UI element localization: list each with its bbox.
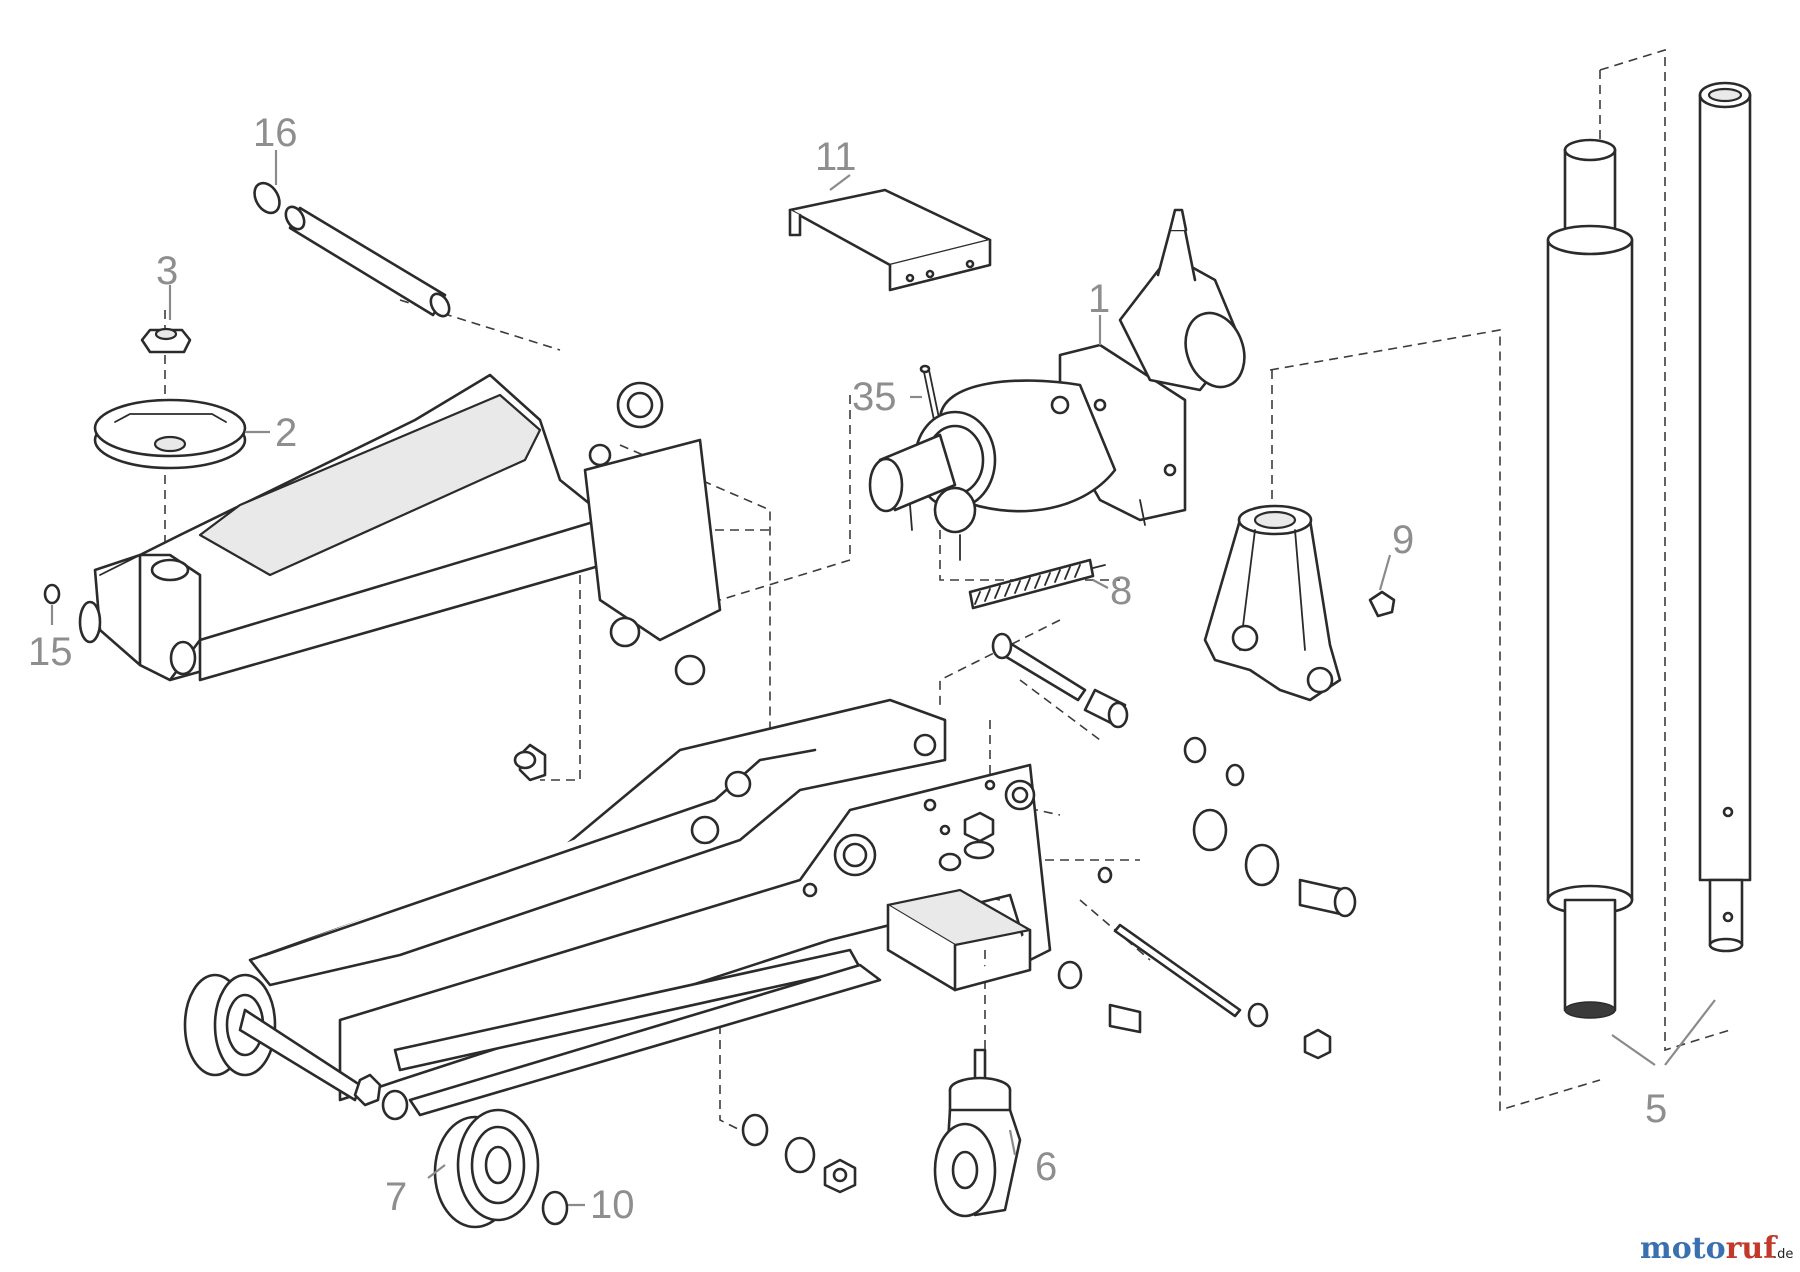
front-axle-assembly	[183, 973, 409, 1121]
callout-7: 7	[385, 1175, 407, 1219]
callout-15: 15	[28, 630, 73, 674]
callout-1: 1	[1088, 277, 1110, 321]
part-16-pin	[253, 181, 451, 318]
callout-11: 11	[815, 135, 857, 179]
callout-35: 35	[852, 375, 897, 419]
motoruf-watermark: motoruf .de	[1640, 1231, 1793, 1266]
watermark-moto: moto	[1640, 1231, 1726, 1266]
callout-6: 6	[1035, 1145, 1057, 1189]
part-7-rear-wheel	[433, 1108, 540, 1229]
callout-5: 5	[1645, 1087, 1667, 1131]
lower-fasteners	[741, 1113, 857, 1194]
callout-8: 8	[1110, 569, 1132, 613]
callout-2: 2	[275, 411, 297, 455]
callout-16: 16	[253, 111, 298, 155]
watermark-suffix: .de	[1773, 1247, 1793, 1262]
callout-10: 10	[590, 1183, 635, 1227]
part-8-spring	[968, 558, 1106, 610]
fasteners-group	[991, 632, 1357, 1060]
part-2-saddle	[93, 398, 247, 470]
assembly-guide-lines	[164, 48, 1731, 1141]
part-3-bushing	[140, 327, 192, 354]
part-5-handle	[1546, 81, 1752, 1019]
part-10-clip	[541, 1190, 569, 1226]
part-15-clip	[43, 583, 61, 605]
jack-frame	[248, 698, 1052, 1117]
svg-text:motoruf: motoruf	[1640, 1231, 1778, 1266]
callout-3: 3	[156, 249, 178, 293]
callout-labels: 16 3 2 15 11 1 35 8 9 6 7 10 5	[28, 111, 1667, 1227]
leader-lines	[50, 150, 1716, 1207]
watermark-ruf: ruf	[1726, 1231, 1779, 1266]
part-6-caster	[933, 1048, 1022, 1218]
callout-9: 9	[1392, 518, 1414, 562]
lift-arm	[78, 373, 722, 686]
part-9-pump-bracket	[1203, 504, 1396, 702]
part-35-split-pin	[919, 364, 940, 421]
part-1-hydraulic-pump	[868, 208, 1246, 561]
part-11-cover-plate	[788, 188, 992, 292]
